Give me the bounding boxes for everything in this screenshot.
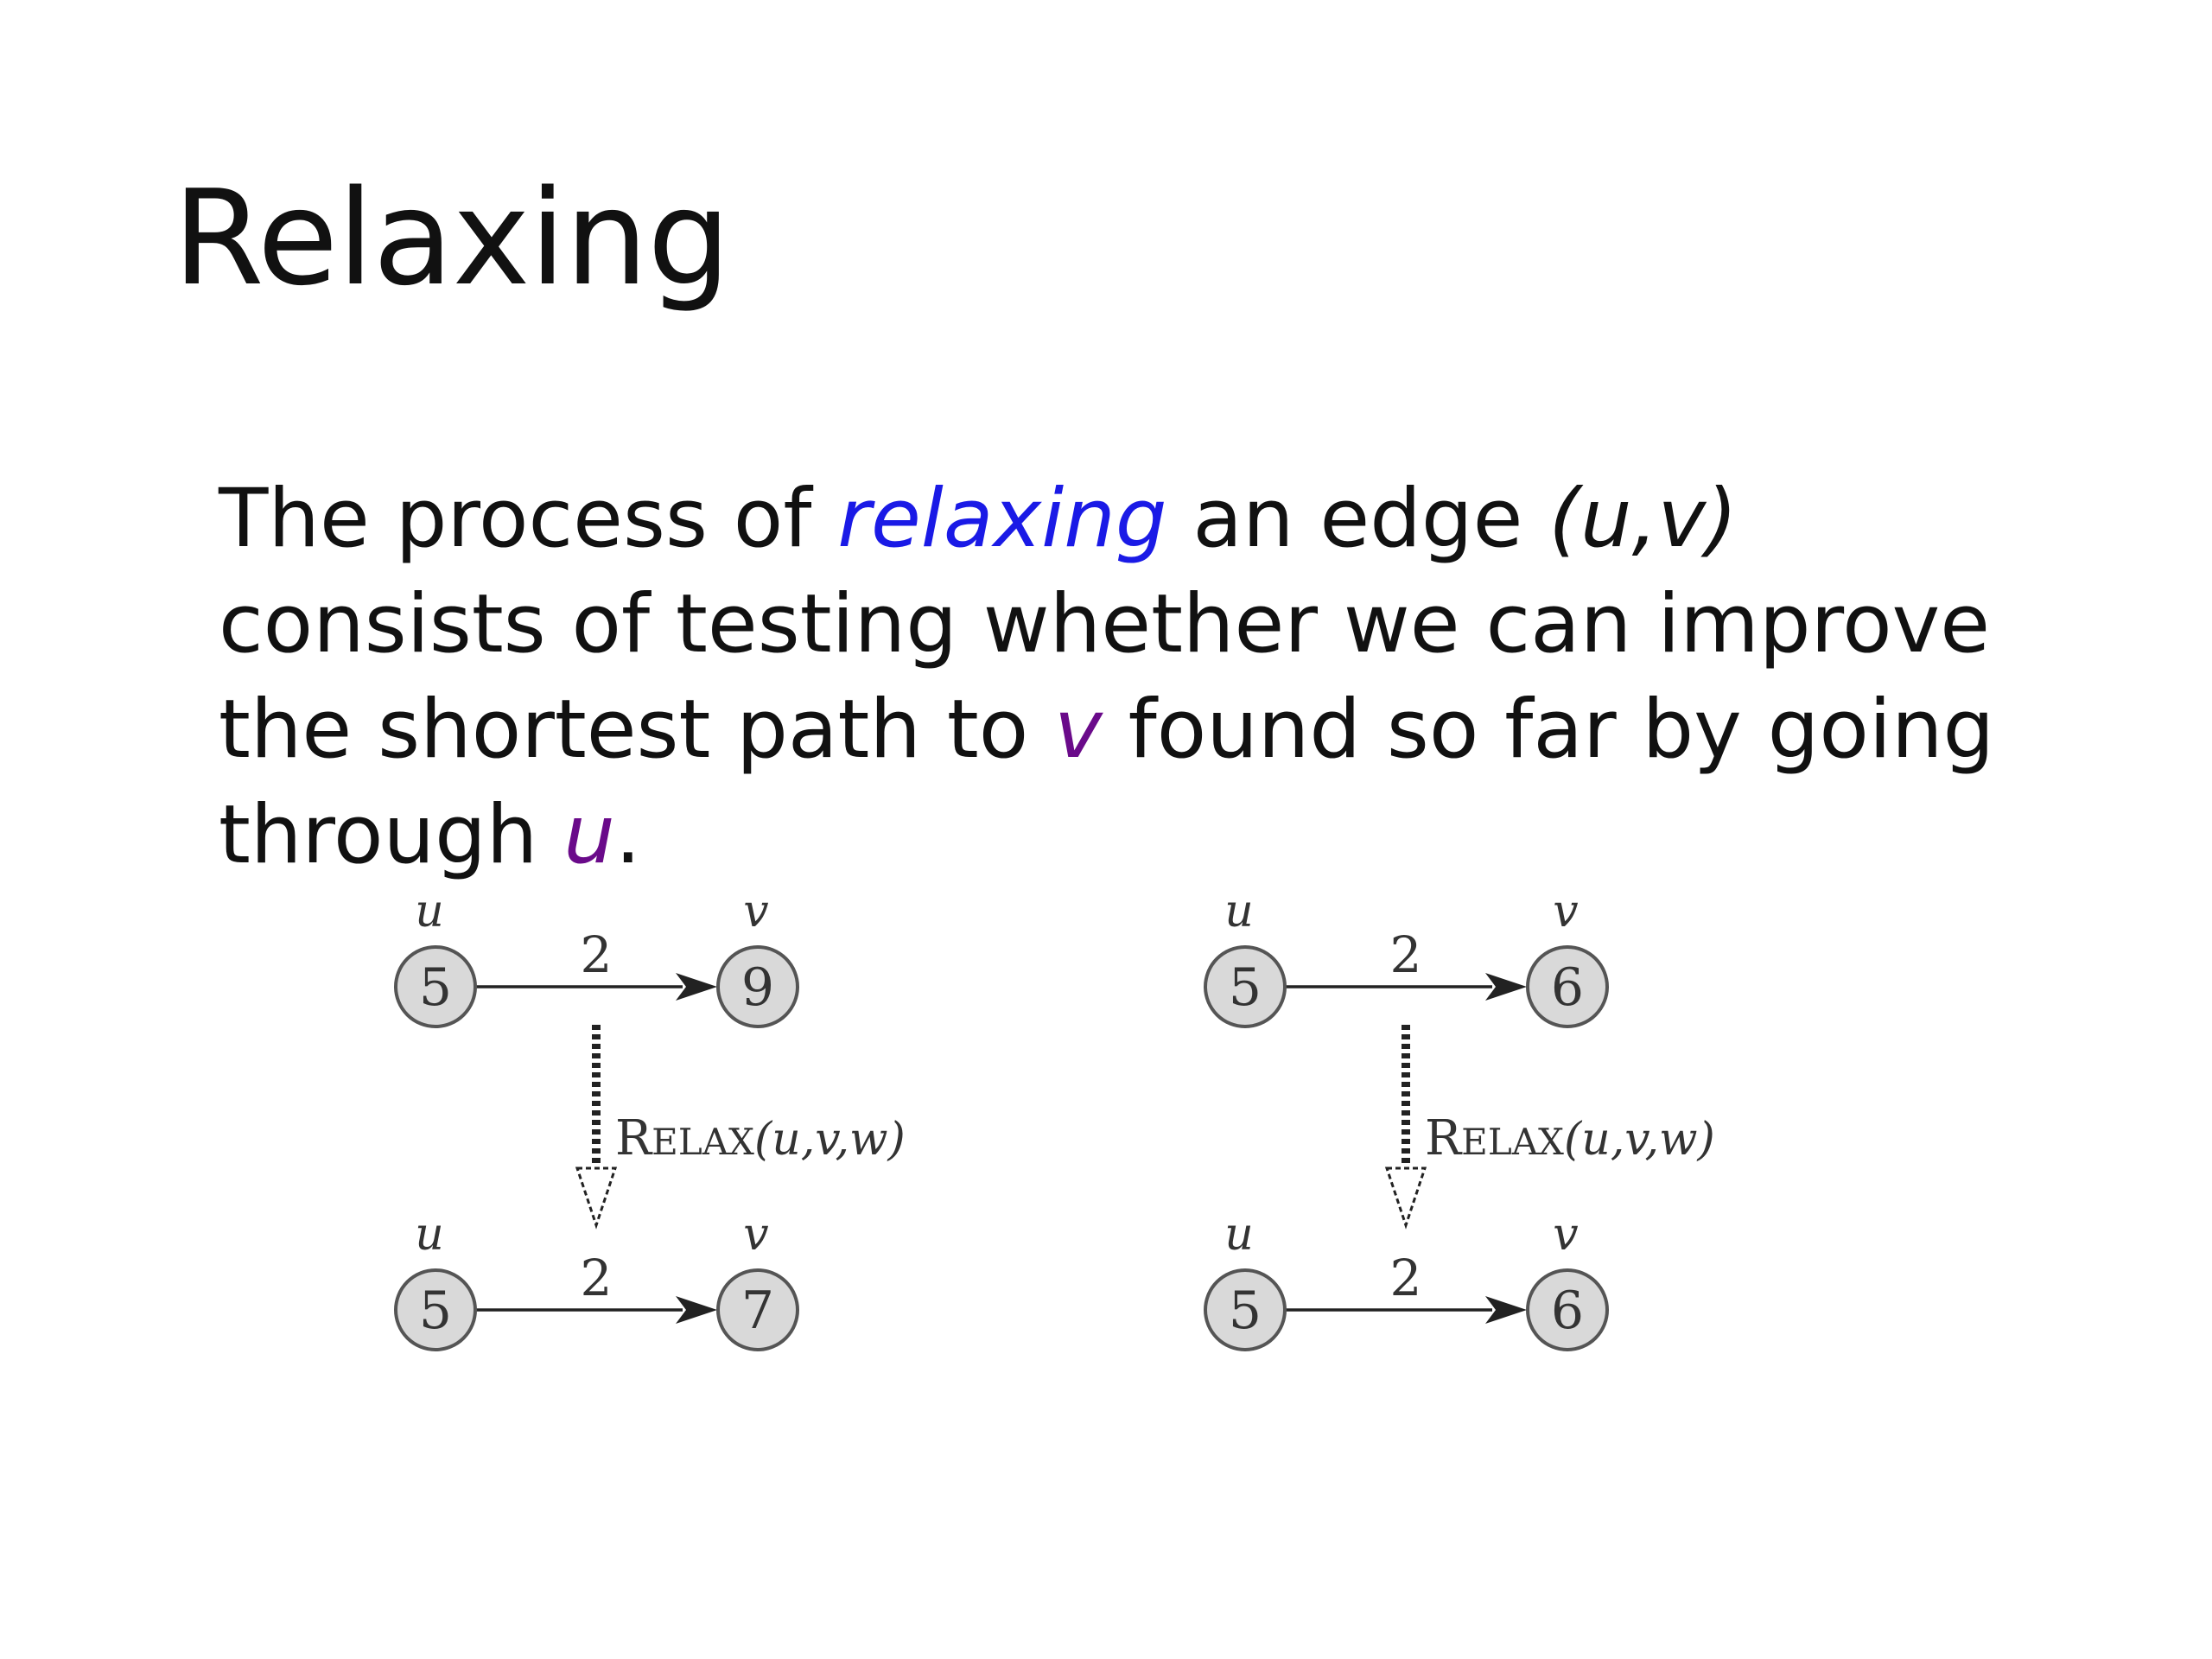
body-text-4: found so far by going through	[219, 683, 1995, 882]
arrowhead	[1485, 973, 1527, 1001]
edge-weight: 2	[1390, 1249, 1422, 1307]
node-u-value: 5	[1229, 1281, 1262, 1341]
node-v	[1526, 945, 1609, 1028]
diagram-2-before: u v 2 5 6	[1204, 886, 1609, 1028]
body-text-5: .	[614, 788, 641, 882]
diagram-1-before: u v 2 5 9	[394, 886, 799, 1028]
body-text-1: The process of	[219, 472, 838, 566]
node-u	[394, 1268, 477, 1351]
node-u-value: 5	[419, 1281, 452, 1341]
edge-weight: 2	[581, 1249, 613, 1307]
node-v	[1526, 1268, 1609, 1351]
node-u-value: 5	[1229, 957, 1262, 1018]
node-u-label: u	[1224, 886, 1254, 938]
node-v	[716, 1268, 799, 1351]
arrowhead	[676, 973, 717, 1001]
slide-body-text: The process of relaxing an edge (u,v) co…	[219, 467, 2059, 888]
slide-title: Relaxing	[173, 162, 731, 315]
node-u	[1204, 945, 1287, 1028]
relax-label: RELAX(u,v,w)	[615, 1110, 906, 1166]
diagram-1: u v 2 5 9 RELAX(u,v,w) u v 2 5 7	[394, 886, 906, 1351]
node-u-label: u	[1224, 1209, 1254, 1261]
node-v-label: v	[743, 886, 768, 938]
body-text-3: consists of testing whether we can impro…	[219, 577, 1991, 777]
dashed-arrowhead	[575, 1166, 618, 1230]
body-text-2: an edge	[1166, 472, 1549, 566]
node-u-label: u	[415, 886, 444, 938]
node-v-label: v	[1553, 1209, 1578, 1261]
relax-label: RELAX(u,v,w)	[1425, 1110, 1715, 1166]
diagram-2: u v 2 5 6 RELAX(u,v,w) u v 2 5 6	[1204, 886, 1715, 1351]
node-v	[716, 945, 799, 1028]
node-u-label: u	[415, 1209, 444, 1261]
diagram-1-relax-step: RELAX(u,v,w)	[575, 1025, 906, 1230]
edge-weight: 2	[1390, 925, 1422, 984]
node-v-value: 6	[1551, 957, 1584, 1018]
arrowhead	[1485, 1296, 1527, 1324]
node-u	[394, 945, 477, 1028]
diagram-1-after: u v 2 5 7	[394, 1209, 799, 1351]
node-v-label: v	[1553, 886, 1578, 938]
variable-v: v	[1054, 683, 1103, 777]
node-u-value: 5	[419, 957, 452, 1018]
edge-notation: (u,v)	[1548, 472, 1738, 566]
diagram-2-relax-step: RELAX(u,v,w)	[1384, 1025, 1715, 1230]
edge-weight: 2	[581, 925, 613, 984]
diagram-2-after: u v 2 5 6	[1204, 1209, 1609, 1351]
node-v-label: v	[743, 1209, 768, 1261]
node-v-value: 7	[741, 1281, 774, 1341]
node-u	[1204, 1268, 1287, 1351]
keyword-relaxing: relaxing	[837, 472, 1167, 566]
node-v-value: 9	[741, 957, 774, 1018]
node-v-value: 6	[1551, 1281, 1584, 1341]
variable-u: u	[563, 788, 615, 882]
dashed-arrowhead	[1384, 1166, 1427, 1230]
arrowhead	[676, 1296, 717, 1324]
